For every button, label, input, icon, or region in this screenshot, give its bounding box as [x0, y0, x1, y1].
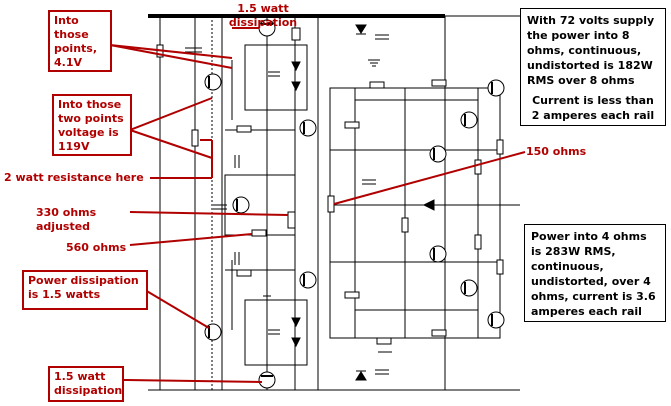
- q-output-3: [429, 145, 447, 163]
- r-9: [496, 139, 504, 155]
- capacitors: [185, 34, 389, 375]
- zener-bottom: [355, 371, 367, 381]
- info-supply-72v: With 72 volts supply the power into 8 oh…: [520, 8, 666, 126]
- q-output-6: [487, 311, 505, 329]
- callout-560-ohms: 560 ohms: [66, 241, 127, 254]
- output-node-arrow: [422, 199, 435, 211]
- output-frame: [329, 87, 501, 339]
- callout-2w-resistance: 2 watt resistance here: [4, 171, 144, 184]
- ccs-bottom-box: [244, 299, 308, 366]
- q-driver-bottom: [299, 271, 317, 289]
- q-output-4: [429, 245, 447, 263]
- ccs-top-box: [244, 44, 308, 111]
- r-6: [401, 217, 409, 233]
- callout-into-those-points: Into those points, 4.1V: [48, 10, 112, 72]
- info-supply-text: With 72 volts supply the power into 8 oh…: [527, 14, 655, 87]
- grounds: [263, 59, 392, 353]
- q-driver-top: [299, 119, 317, 137]
- r-2: [344, 121, 360, 129]
- q-output-5: [460, 279, 478, 297]
- r-3: [369, 81, 385, 89]
- r-1: [236, 125, 252, 133]
- info-current-text: Current is less than 2 amperes each rail: [531, 94, 655, 122]
- callout-150-ohms: 150 ohms: [526, 145, 587, 158]
- annotation-pointers: [109, 27, 526, 383]
- r-2w: [191, 129, 199, 147]
- r-13: [376, 337, 392, 345]
- diodes: [291, 24, 367, 381]
- callout-top-dissipation: 1.5 watt dissipation: [228, 2, 298, 29]
- r-7: [474, 159, 482, 175]
- r-11: [431, 79, 447, 87]
- callout-two-points-voltage: Into those two points voltage is 119V: [52, 94, 132, 156]
- q-ccs-bottom: [258, 371, 276, 389]
- top-fuse: [291, 27, 301, 41]
- r-560: [251, 229, 267, 237]
- q-output-2: [460, 111, 478, 129]
- transistor-bars: [208, 23, 493, 377]
- r-5: [236, 269, 252, 277]
- callout-330-ohms: 330 ohms adjusted: [36, 206, 97, 233]
- q-vbe-multiplier: [232, 196, 250, 214]
- zener-top: [355, 24, 367, 34]
- info-power-4ohm: Power into 4 ohms is 283W RMS, continuou…: [524, 224, 666, 322]
- callout-power-dissipation: Power dissipation is 1.5 watts: [22, 270, 148, 310]
- r-8: [474, 234, 482, 250]
- r-10: [496, 259, 504, 275]
- q-output-1: [487, 79, 505, 97]
- r-330-adjust: [287, 211, 296, 229]
- r-150-bias: [327, 195, 335, 213]
- r-12: [431, 329, 447, 337]
- q-input-top: [204, 73, 222, 91]
- r-4: [344, 291, 360, 299]
- callout-bottom-dissipation: 1.5 watt dissipation: [48, 366, 124, 402]
- resistors: [156, 44, 504, 345]
